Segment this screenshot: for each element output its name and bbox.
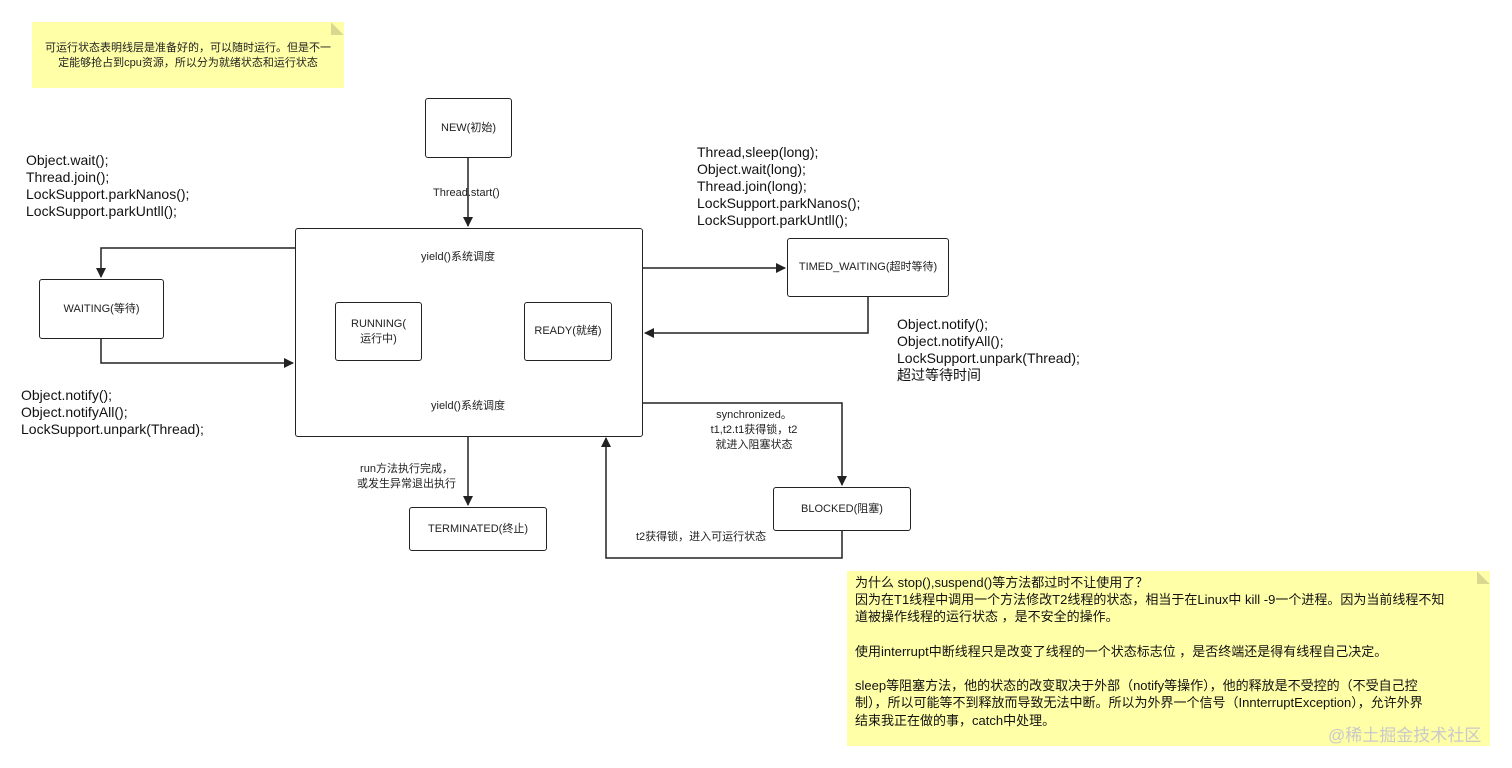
note-line: 制），所以可能等不到释放而导致无法中断。所以为外界一个信号（Innterrupt…: [855, 695, 1423, 711]
code-line: Object.wait();: [26, 152, 109, 168]
edge-blocked-to-runnable: [601, 437, 843, 559]
state-blocked: BLOCKED(阻塞): [773, 487, 911, 531]
label-run-done-line: run方法执行完成，: [360, 463, 453, 475]
code-line: LockSupport.parkUntll();: [697, 212, 848, 228]
code-line: Object.wait(long);: [697, 161, 806, 177]
code-wait-enter: Object.wait(); Thread.join(); LockSuppor…: [26, 152, 189, 220]
note-line: 道被操作线程的运行状态 ，是不安全的操作。: [855, 609, 1119, 625]
code-line: Object.notifyAll();: [21, 404, 128, 420]
label-synchronized-line: 就进入阻塞状态: [715, 439, 793, 451]
state-running-label: RUNNING(: [351, 317, 406, 330]
code-wait-exit: Object.notify(); Object.notifyAll(); Loc…: [21, 387, 204, 438]
label-yield-top: yield()系统调度: [421, 251, 495, 263]
code-line: Thread.join(long);: [697, 178, 807, 194]
state-terminated-label: TERMINATED(终止): [427, 522, 528, 535]
note-line: [855, 626, 1444, 643]
state-timed-waiting: TIMED_WAITING(超时等待): [787, 238, 949, 297]
code-timed-enter: Thread,sleep(long); Object.wait(long); T…: [697, 144, 860, 229]
code-line: Thread,sleep(long);: [697, 144, 819, 160]
code-line: LockSupport.parkUntll();: [26, 203, 177, 219]
label-synchronized: synchronized。 t1,t2.t1获得锁，t2 就进入阻塞状态: [700, 408, 808, 453]
state-new: NEW(初始): [425, 98, 512, 158]
label-t2-lock: t2获得锁，进入可运行状态: [636, 531, 767, 543]
code-line: Object.notify();: [21, 387, 113, 403]
state-blocked-label: BLOCKED(阻塞): [801, 502, 883, 515]
state-new-label: NEW(初始): [441, 121, 496, 134]
label-yield-bottom: yield()系统调度: [431, 400, 505, 412]
note-runnable-line: 定能够抢占到cpu资源，所以分为就绪状态和运行状态: [58, 57, 318, 69]
note-runnable-line: 可运行状态表明线层是准备好的，可以随时运行。但是不一: [45, 42, 331, 54]
code-line: LockSupport.parkNanos();: [26, 186, 190, 202]
label-synchronized-line: t1,t2.t1获得锁，t2: [710, 424, 798, 436]
state-timed-waiting-label: TIMED_WAITING(超时等待): [798, 261, 938, 273]
code-line: LockSupport.parkNanos();: [697, 195, 861, 211]
edge-timed-to-runnable: [644, 297, 869, 338]
state-waiting: WAITING(等待): [39, 279, 164, 339]
note-runnable: 可运行状态表明线层是准备好的，可以随时运行。但是不一 定能够抢占到cpu资源，所…: [32, 22, 344, 88]
code-line: LockSupport.unpark(Thread);: [21, 421, 204, 437]
label-thread-start: Thread.start(): [433, 187, 500, 199]
note-fold-icon: [1477, 571, 1490, 584]
edge-runnable-to-blocked: [643, 402, 847, 486]
label-synchronized-line: synchronized。: [716, 409, 792, 421]
note-line: sleep等阻塞方法，他的状态的改变取决于外部（notify等操作），他的释放是…: [855, 678, 1418, 694]
code-line: Object.notifyAll();: [897, 333, 1004, 349]
code-timed-exit: Object.notify(); Object.notifyAll(); Loc…: [897, 316, 1080, 384]
edge-runnable-to-waiting: [96, 247, 295, 278]
edge-waiting-to-runnable: [100, 339, 294, 368]
code-line: 超过等待时间: [897, 367, 981, 383]
label-run-done-line: 或发生异常退出执行: [357, 478, 456, 490]
label-run-done: run方法执行完成， 或发生异常退出执行: [357, 462, 456, 492]
note-line: 结束我正在做的事，catch中处理。: [855, 712, 1056, 728]
note-stop-suspend: 为什么 stop(),suspend()等方法都过时不让使用了？ 因为在T1线程…: [847, 571, 1490, 746]
watermark: @稀土掘金技术社区: [1328, 726, 1482, 745]
note-line: 为什么 stop(),suspend()等方法都过时不让使用了？: [855, 575, 1149, 590]
state-running: RUNNING( 运行中): [335, 302, 422, 361]
state-running-label: 运行中): [360, 332, 397, 345]
code-line: Object.notify();: [897, 316, 989, 332]
state-ready: READY(就绪): [524, 302, 612, 361]
note-fold-icon: [331, 22, 344, 35]
code-line: Thread.join();: [26, 169, 110, 185]
note-line: [855, 660, 1444, 677]
state-ready-label: READY(就绪): [534, 325, 602, 337]
code-line: LockSupport.unpark(Thread);: [897, 350, 1080, 366]
state-waiting-label: WAITING(等待): [63, 302, 140, 315]
note-line: 使用interrupt中断线程只是改变了线程的一个状态标志位 ，是否终端还是得有…: [855, 643, 1388, 659]
state-terminated: TERMINATED(终止): [409, 507, 547, 551]
note-line: 因为在T1线程中调用一个方法修改T2线程的状态，相当于在Linux中 kill …: [855, 592, 1445, 608]
